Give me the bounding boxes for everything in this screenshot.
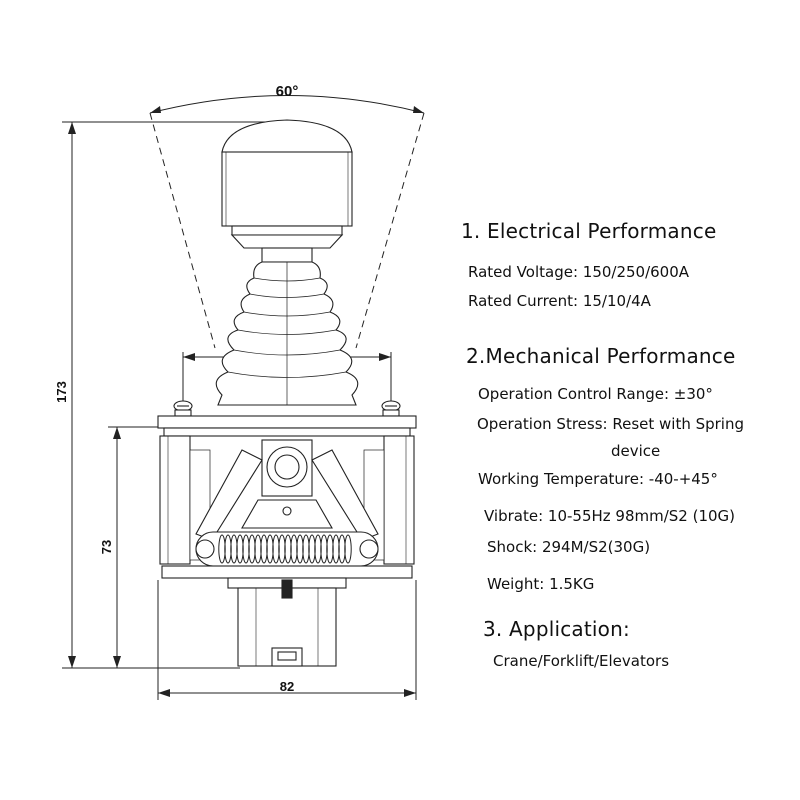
spring-eye-right [359,539,379,559]
dim-173-arrow-top [68,122,76,134]
knob-flare [230,234,344,249]
knob-cap [221,119,353,153]
knob-body [221,151,353,227]
dim-73-label: 73 [99,540,114,554]
spring-eye-left [195,539,215,559]
shaft [261,247,313,263]
angle-arrow-left [150,106,161,113]
joystick-assembly [157,119,417,667]
top-plate-lip [163,427,411,437]
dim-82-label: 82 [280,679,294,694]
mount-screw-right [381,400,401,417]
return-spring [218,534,352,564]
swing-line-left [149,112,216,349]
knob-collar [231,225,343,236]
swing-line-right [355,112,425,349]
dim-173-label: 173 [54,381,69,403]
dim-82-arrow-left [158,689,170,697]
adjust-screw [281,579,293,599]
dim-73-arrow-bottom [113,656,121,668]
top-plate [157,415,417,429]
frame-wall-right [383,435,415,565]
base-plate [161,565,413,579]
dim-173-arrow-bottom [68,656,76,668]
dim-73-arrow-top [113,427,121,439]
angle-arc [149,95,425,114]
dimension-lines [62,95,425,700]
bellows-ridges [227,262,347,405]
spring-coil [344,534,352,564]
angle-arrow-right [413,106,424,113]
dim-82-arrow-right [404,689,416,697]
dim-65-arrow-left [183,353,195,361]
angle-label: 60° [276,83,299,100]
mount-screw-left [173,400,193,417]
frame-wall-left [159,435,191,565]
dim-65-arrow-right [379,353,391,361]
